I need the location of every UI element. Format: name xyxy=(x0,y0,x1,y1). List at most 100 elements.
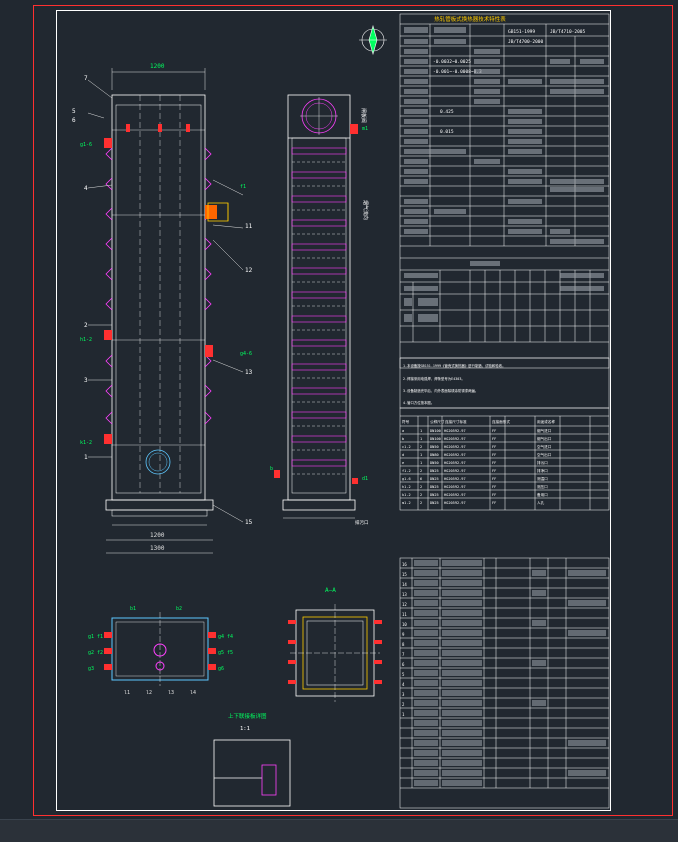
svg-text:l1: l1 xyxy=(124,690,130,696)
svg-text:g1 f1: g1 f1 xyxy=(88,634,103,640)
note-4: 4.管口方位按本图。 xyxy=(403,400,434,405)
front-red-nozzles xyxy=(104,124,217,444)
nozzle-cell: 1 xyxy=(420,453,422,457)
label-3: 3 xyxy=(84,377,88,384)
nozzle-cell: HG20592-97 xyxy=(444,493,466,497)
svg-text:排污口: 排污口 xyxy=(355,519,369,526)
label-11: 11 xyxy=(245,223,253,230)
label-12: 12 xyxy=(245,267,253,274)
top-view-stubs xyxy=(104,632,216,670)
nozzle-cell: c1-2 xyxy=(402,445,411,449)
svg-text:用途或名称: 用途或名称 xyxy=(537,419,555,424)
note-1: 1.本设备按GB151-1999《管壳式换热器》进行制造、试验和验收。 xyxy=(403,363,505,368)
svg-text:b1: b1 xyxy=(130,606,136,612)
note-3: 3.设备制造完毕后，内外表面除锈涂防锈漆两遍。 xyxy=(403,388,478,393)
nozzle-cell: FF xyxy=(492,461,496,465)
nozzle-cell: FF xyxy=(492,501,496,505)
nozzle-cell: DN25 xyxy=(430,501,439,505)
label-15: 15 xyxy=(245,519,253,526)
part-number: 15 xyxy=(402,572,407,577)
nozzle-cell: g1-6 xyxy=(402,477,411,481)
svg-text:h1-2: h1-2 xyxy=(80,337,92,343)
nozzle-cell: 测压口 xyxy=(537,484,548,489)
nozzle-cell: HG20592-97 xyxy=(444,469,466,473)
part-number: 3 xyxy=(402,692,405,697)
nozzle-cell: FF xyxy=(492,429,496,433)
nozzle-cell: HG20592-97 xyxy=(444,477,466,481)
svg-text:连接面形式: 连接面形式 xyxy=(492,419,510,424)
detail-scale: 1:1 xyxy=(240,726,250,732)
nozzle-cell: a xyxy=(402,429,404,433)
nozzle-cell: FF xyxy=(492,485,496,489)
label-1: 1 xyxy=(84,454,88,461)
table-title: 热轧管板式换热器技术特性表 xyxy=(434,15,506,23)
nozzle-cell: HG20592-97 xyxy=(444,437,466,441)
part-number: 12 xyxy=(402,602,407,607)
nozzle-cell: d xyxy=(402,453,404,457)
nozzle-cell: 1 xyxy=(420,429,422,433)
value-1: -0.0032~0.0025 xyxy=(433,59,471,65)
nozzle-cell: HG20592-97 xyxy=(444,485,466,489)
spec-2: JB/T4710-2005 xyxy=(550,29,586,35)
value-3: 0.425 xyxy=(440,109,454,115)
svg-text:d1: d1 xyxy=(362,476,368,482)
svg-text:g6: g6 xyxy=(218,666,224,672)
nozzle-cell: DN50 xyxy=(430,445,439,449)
nozzle-cell: HG20592-97 xyxy=(444,445,466,449)
svg-text:m1: m1 xyxy=(362,126,368,132)
label-13: 13 xyxy=(245,369,253,376)
nozzle-cell: 2 xyxy=(420,445,422,449)
label-5: 5 xyxy=(72,108,76,115)
side-elevation xyxy=(282,94,356,519)
nozzle-cell: DN25 xyxy=(430,485,439,489)
part-number: 1 xyxy=(402,712,405,717)
svg-text:g4 f4: g4 f4 xyxy=(218,634,233,640)
nozzle-cell: 空气进口 xyxy=(537,444,552,449)
side-tube-dashes xyxy=(292,161,346,475)
svg-text:g2 f2: g2 f2 xyxy=(88,650,103,656)
part-number: 13 xyxy=(402,592,407,597)
label-4: 4 xyxy=(84,185,88,192)
svg-text:f1: f1 xyxy=(240,184,246,190)
value-4: 0.015 xyxy=(440,129,454,135)
section-stubs xyxy=(288,620,382,684)
svg-text:1200: 1200 xyxy=(150,532,165,539)
svg-text:闸板阀: 闸板阀 xyxy=(360,108,367,123)
nozzle-cell: HG20592-97 xyxy=(444,453,466,457)
svg-text:g4-6: g4-6 xyxy=(240,351,252,357)
parts-list xyxy=(399,557,610,809)
note-2: 2.焊接采用电弧焊，焊条型号为E4303。 xyxy=(403,376,465,381)
nozzle-table-header: 符号 公称尺寸 连接尺寸标准 连接面形式 用途或名称 xyxy=(402,419,555,424)
nozzle-cell: FF xyxy=(492,477,496,481)
svg-text:公称尺寸: 公称尺寸 xyxy=(430,419,445,424)
table-cell-fills xyxy=(404,27,604,322)
svg-text:k1-2: k1-2 xyxy=(80,440,92,446)
nozzle-cell: e xyxy=(402,461,404,465)
svg-text:烟气流向: 烟气流向 xyxy=(362,200,369,220)
nozzle-cell: 测温口 xyxy=(537,476,548,481)
parts-list-fills xyxy=(414,560,606,786)
part-number: 2 xyxy=(402,702,405,707)
tech-table xyxy=(399,13,610,369)
nozzle-cell: DN80 xyxy=(430,453,439,457)
detail-title: 上下联接板详图 xyxy=(228,712,267,720)
front-elevation xyxy=(105,68,214,554)
nozzle-cell: 2 xyxy=(420,493,422,497)
nozzle-cell: FF xyxy=(492,445,496,449)
front-side-nozzle xyxy=(207,202,229,222)
nozzle-cell: 人孔 xyxy=(537,500,545,505)
nozzle-cell: DN100 xyxy=(430,437,441,441)
nozzle-cell: HG20592-97 xyxy=(444,461,466,465)
svg-text:b2: b2 xyxy=(176,606,182,612)
part-number: 10 xyxy=(402,622,407,627)
spec-1: GB151-1999 xyxy=(508,29,535,35)
svg-text:1300: 1300 xyxy=(150,545,165,552)
part-number: 6 xyxy=(402,662,405,667)
section-a-a xyxy=(290,604,380,702)
part-number: 7 xyxy=(402,652,405,657)
status-bar xyxy=(0,819,678,842)
nozzle-cell: b xyxy=(402,437,404,441)
detail-view xyxy=(213,739,291,807)
